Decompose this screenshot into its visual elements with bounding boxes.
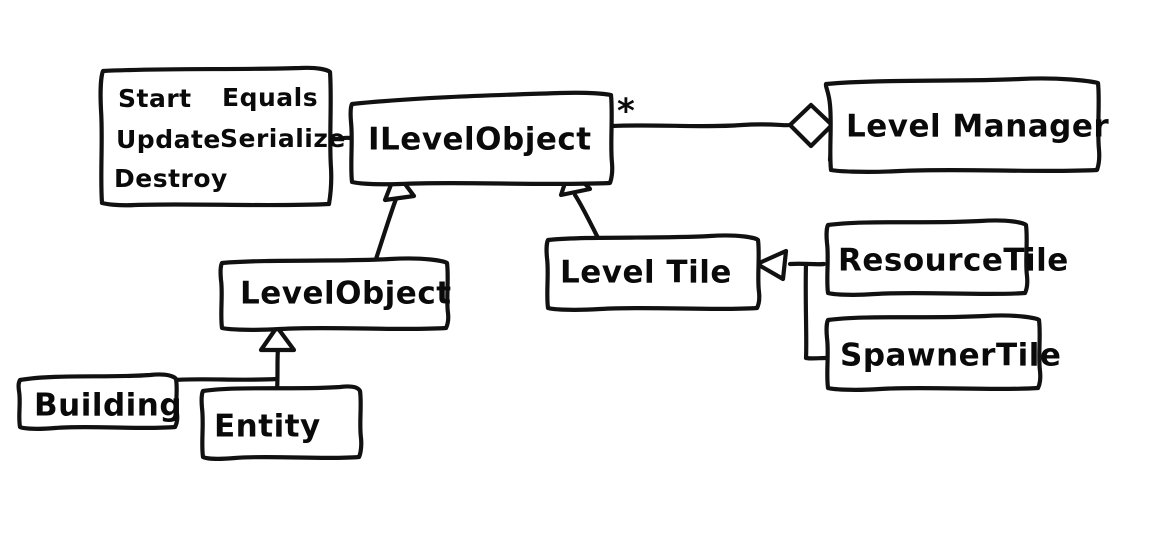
node-spawnertile[interactable]: SpawnerTile <box>824 313 1062 392</box>
node-leveltile[interactable]: Level Tile <box>544 233 762 312</box>
multiplicity-star: * <box>617 92 635 132</box>
ilevelobject-box-outline <box>348 90 615 187</box>
edge-building-to-stem <box>172 376 280 383</box>
method-label-destroy: Destroy <box>114 164 228 193</box>
method-label-serialize: Serialize <box>220 124 346 153</box>
method-label-update: Update <box>116 125 221 154</box>
edge-ilevelobject-to-levelmanager <box>609 122 793 129</box>
leveltile-label: Level Tile <box>560 255 732 291</box>
resourcetile-box-outline <box>824 218 1030 297</box>
levelobject-box-outline <box>218 256 451 332</box>
generalization-triangle-leveltile-right <box>754 248 789 282</box>
node-methods-box[interactable]: Start Equals Update Serialize Destroy <box>98 65 346 208</box>
aggregation-diamond <box>787 102 835 149</box>
methods-box-outline <box>98 65 334 208</box>
resourcetile-label: ResourceTile <box>838 243 1069 279</box>
node-ilevelobject[interactable]: ILevelObject * <box>348 90 636 187</box>
edge-resourcetile-to-leveltile <box>787 261 827 267</box>
node-building[interactable]: Building <box>16 372 182 431</box>
edge-entity-stem-to-levelobject <box>274 346 281 395</box>
spawnertile-label: SpawnerTile <box>840 338 1061 374</box>
building-box-outline <box>16 372 180 431</box>
levelmanager-box-outline <box>823 76 1102 174</box>
entity-label: Entity <box>214 409 321 445</box>
method-label-start: Start <box>118 84 192 113</box>
ilevelobject-label: ILevelObject <box>368 122 592 158</box>
generalization-triangle-levelobject-bottom <box>258 324 297 353</box>
levelmanager-label: Level Manager <box>846 109 1109 145</box>
spawnertile-box-outline <box>824 313 1043 392</box>
node-entity[interactable]: Entity <box>199 384 364 461</box>
entity-box-outline <box>199 384 364 461</box>
node-levelobject[interactable]: LevelObject <box>218 256 452 332</box>
node-resourcetile[interactable]: ResourceTile <box>824 218 1069 297</box>
leveltile-box-outline <box>544 233 762 312</box>
edge-levelobject-to-ilevelobject <box>372 196 399 265</box>
building-label: Building <box>34 388 182 424</box>
method-label-equals: Equals <box>222 83 318 112</box>
edge-spawnertile-elbow <box>803 261 829 361</box>
levelobject-label: LevelObject <box>240 276 452 312</box>
edge-leveltile-to-ilevelobject <box>572 192 601 241</box>
node-levelmanager[interactable]: Level Manager <box>823 76 1110 174</box>
